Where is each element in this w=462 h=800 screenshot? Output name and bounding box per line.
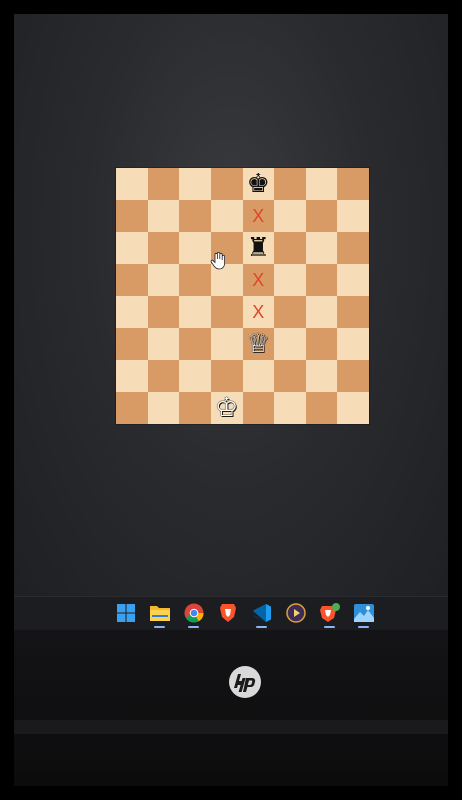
square-b3[interactable] [147, 328, 180, 360]
taskbar [14, 596, 448, 631]
move-marker: X [252, 301, 265, 322]
square-a3[interactable] [116, 328, 148, 360]
square-h3[interactable] [337, 328, 369, 360]
square-e8[interactable]: ♚ [242, 168, 275, 200]
bezel-strip [14, 720, 448, 734]
square-e5[interactable]: X [242, 264, 275, 296]
square-d1[interactable]: ♔ [210, 392, 243, 424]
taskbar-icons [114, 601, 375, 628]
white-king-piece: ♔ [215, 393, 239, 423]
square-d4[interactable] [210, 296, 243, 328]
square-e1[interactable] [242, 392, 275, 424]
move-marker: X [252, 269, 265, 290]
square-g1[interactable] [305, 392, 338, 424]
square-d5[interactable] [210, 264, 243, 296]
square-a4[interactable] [116, 296, 148, 328]
square-b2[interactable] [147, 360, 180, 392]
media-player-icon[interactable] [284, 601, 307, 624]
square-d2[interactable] [210, 360, 243, 392]
square-d8[interactable] [210, 168, 243, 200]
square-b7[interactable] [147, 200, 180, 232]
black-rook-piece: ♜ [246, 233, 270, 263]
square-b4[interactable] [147, 296, 180, 328]
square-c1[interactable] [179, 392, 211, 424]
laptop-bezel [14, 630, 448, 786]
white-queen-piece: ♕ [246, 329, 270, 359]
square-e3[interactable]: ♕ [242, 328, 275, 360]
square-f6[interactable] [274, 232, 306, 264]
square-f2[interactable] [274, 360, 306, 392]
square-c4[interactable] [179, 296, 211, 328]
square-g7[interactable] [305, 200, 338, 232]
square-g4[interactable] [305, 296, 338, 328]
hp-logo [229, 666, 261, 698]
square-a7[interactable] [116, 200, 148, 232]
square-a6[interactable] [116, 232, 148, 264]
square-b1[interactable] [147, 392, 180, 424]
square-c3[interactable] [179, 328, 211, 360]
square-h7[interactable] [337, 200, 369, 232]
square-h5[interactable] [337, 264, 369, 296]
square-g8[interactable] [305, 168, 338, 200]
square-g5[interactable] [305, 264, 338, 296]
hand-pointer-icon [210, 252, 225, 270]
square-b6[interactable] [147, 232, 180, 264]
square-a1[interactable] [116, 392, 148, 424]
square-e4[interactable]: X [242, 296, 275, 328]
square-c2[interactable] [179, 360, 211, 392]
square-f5[interactable] [274, 264, 306, 296]
square-b8[interactable] [147, 168, 180, 200]
square-h2[interactable] [337, 360, 369, 392]
square-f1[interactable] [274, 392, 306, 424]
square-f7[interactable] [274, 200, 306, 232]
chrome-icon[interactable] [182, 601, 205, 628]
brave-icon[interactable] [216, 601, 239, 624]
black-king-piece: ♚ [246, 169, 270, 199]
square-g6[interactable] [305, 232, 338, 264]
square-e6[interactable]: ♜ [242, 232, 275, 264]
square-c6[interactable] [179, 232, 211, 264]
square-c7[interactable] [179, 200, 211, 232]
square-f8[interactable] [274, 168, 306, 200]
square-e7[interactable]: X [242, 200, 275, 232]
square-h4[interactable] [337, 296, 369, 328]
square-d3[interactable] [210, 328, 243, 360]
square-d7[interactable] [210, 200, 243, 232]
vscode-icon[interactable] [250, 601, 273, 628]
brave-badge-icon[interactable] [318, 601, 341, 628]
photos-icon[interactable] [352, 601, 375, 628]
file-explorer-icon[interactable] [148, 601, 171, 628]
square-g2[interactable] [305, 360, 338, 392]
square-c5[interactable] [179, 264, 211, 296]
square-a5[interactable] [116, 264, 148, 296]
square-f3[interactable] [274, 328, 306, 360]
square-a8[interactable] [116, 168, 148, 200]
square-f4[interactable] [274, 296, 306, 328]
square-h8[interactable] [337, 168, 369, 200]
square-h6[interactable] [337, 232, 369, 264]
move-marker: X [252, 205, 265, 226]
windows-start-icon[interactable] [114, 601, 137, 624]
square-c8[interactable] [179, 168, 211, 200]
square-g3[interactable] [305, 328, 338, 360]
square-b5[interactable] [147, 264, 180, 296]
square-e2[interactable] [242, 360, 275, 392]
square-a2[interactable] [116, 360, 148, 392]
square-h1[interactable] [337, 392, 369, 424]
